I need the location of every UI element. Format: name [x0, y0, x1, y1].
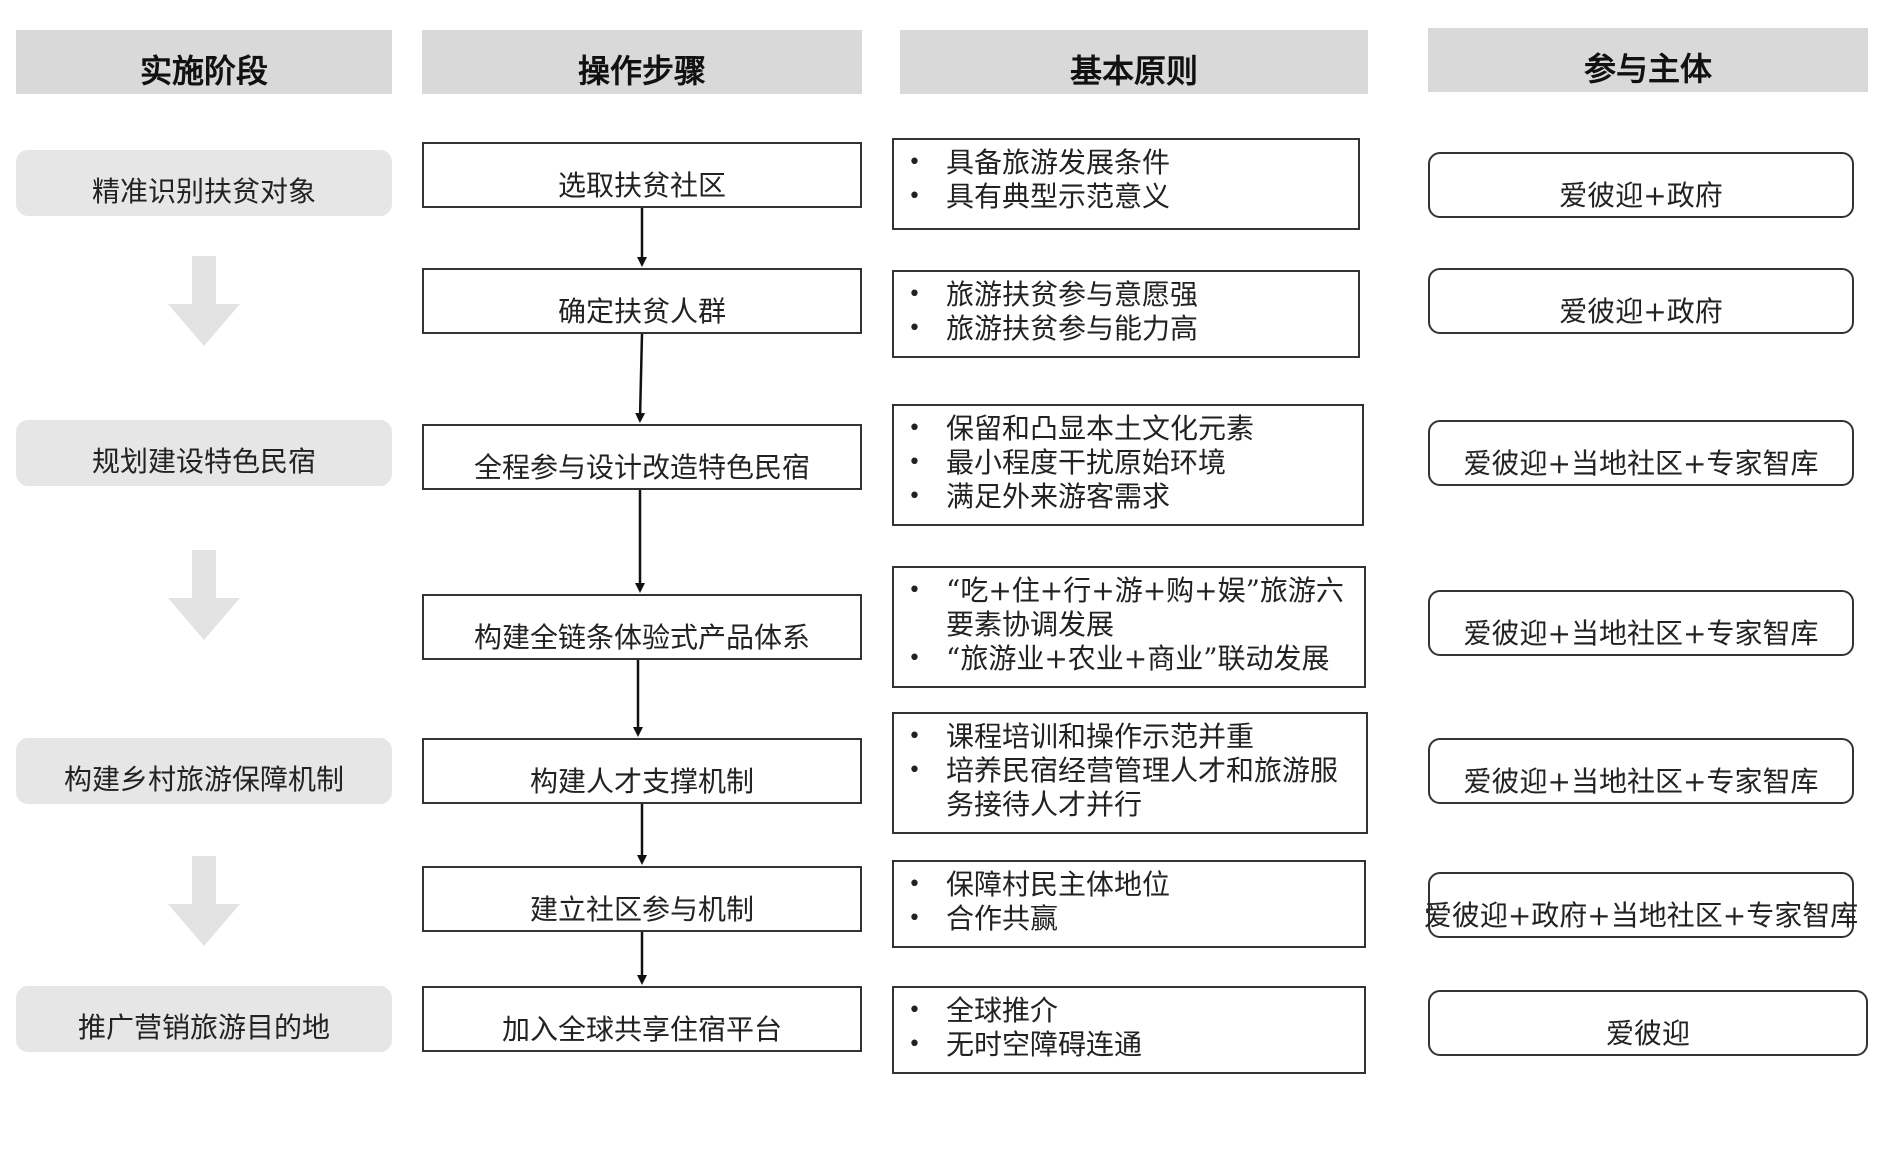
principle-item: 课程培训和操作示范并重	[908, 720, 1358, 754]
step-label-1: 选取扶贫社区	[557, 169, 726, 202]
participant-box-4: 爱彼迎+当地社区+专家智库	[1428, 590, 1854, 656]
header-participants-label: 参与主体	[1583, 50, 1712, 88]
stage-label-4: 推广营销旅游目的地	[77, 1011, 330, 1044]
step-label-3: 全程参与设计改造特色民宿	[473, 451, 810, 484]
header-stage-label: 实施阶段	[139, 52, 268, 90]
header-stage: 实施阶段	[16, 30, 392, 94]
participant-label-3: 爱彼迎+当地社区+专家智库	[1463, 447, 1819, 480]
principle-item: 旅游扶贫参与能力高	[908, 312, 1350, 346]
step-box-7: 加入全球共享住宿平台	[422, 986, 862, 1052]
stage-arrow-1	[168, 256, 240, 346]
stage-arrow-2	[168, 550, 240, 640]
principle-box-6: 保障村民主体地位 合作共赢	[892, 860, 1366, 948]
principle-list-5: 课程培训和操作示范并重 培养民宿经营管理人才和旅游服务接待人才并行	[908, 720, 1358, 822]
principle-list-7: 全球推介 无时空障碍连通	[908, 994, 1356, 1062]
principle-item: 具有典型示范意义	[908, 180, 1350, 214]
participant-box-3: 爱彼迎+当地社区+专家智库	[1428, 420, 1854, 486]
header-steps-label: 操作步骤	[577, 52, 706, 90]
participant-label-5: 爱彼迎+当地社区+专家智库	[1463, 765, 1819, 798]
stage-box-4: 推广营销旅游目的地	[16, 986, 392, 1052]
participant-box-1: 爱彼迎+政府	[1428, 152, 1854, 218]
principle-box-2: 旅游扶贫参与意愿强 旅游扶贫参与能力高	[892, 270, 1360, 358]
principle-item: 最小程度干扰原始环境	[908, 446, 1354, 480]
principle-box-4: “吃+住+行+游+购+娱”旅游六要素协调发展 “旅游业+农业+商业”联动发展	[892, 566, 1366, 688]
header-participants: 参与主体	[1428, 28, 1868, 92]
connector-arrow-2	[635, 333, 646, 423]
stage-box-1: 精准识别扶贫对象	[16, 150, 392, 216]
principle-box-7: 全球推介 无时空障碍连通	[892, 986, 1366, 1074]
principle-item: 保障村民主体地位	[908, 868, 1356, 902]
stage-label-1: 精准识别扶贫对象	[91, 175, 316, 208]
stage-arrow-3	[168, 856, 240, 946]
principle-item: 旅游扶贫参与意愿强	[908, 278, 1350, 312]
step-label-7: 加入全球共享住宿平台	[501, 1013, 782, 1046]
participant-box-6: 爱彼迎+政府+当地社区+专家智库	[1424, 872, 1858, 938]
step-box-1: 选取扶贫社区	[422, 142, 862, 208]
principle-list-3: 保留和凸显本土文化元素 最小程度干扰原始环境 满足外来游客需求	[908, 412, 1354, 514]
step-label-5: 构建人才支撑机制	[529, 765, 754, 798]
principle-list-4: “吃+住+行+游+购+娱”旅游六要素协调发展 “旅游业+农业+商业”联动发展	[908, 574, 1356, 676]
principle-item: “吃+住+行+游+购+娱”旅游六要素协调发展	[908, 574, 1356, 642]
principle-item: 全球推介	[908, 994, 1356, 1028]
participant-label-6: 爱彼迎+政府+当地社区+专家智库	[1423, 899, 1859, 932]
principle-box-5: 课程培训和操作示范并重 培养民宿经营管理人才和旅游服务接待人才并行	[892, 712, 1368, 834]
principle-item: 保留和凸显本土文化元素	[908, 412, 1354, 446]
principle-list-2: 旅游扶贫参与意愿强 旅游扶贫参与能力高	[908, 278, 1350, 346]
participant-box-5: 爱彼迎+当地社区+专家智库	[1428, 738, 1854, 804]
principle-item: 培养民宿经营管理人才和旅游服务接待人才并行	[908, 754, 1358, 822]
step-box-4: 构建全链条体验式产品体系	[422, 594, 862, 660]
stage-label-3: 构建乡村旅游保障机制	[63, 763, 344, 796]
principle-box-3: 保留和凸显本土文化元素 最小程度干扰原始环境 满足外来游客需求	[892, 404, 1364, 526]
header-steps: 操作步骤	[422, 30, 862, 94]
participant-box-2: 爱彼迎+政府	[1428, 268, 1854, 334]
step-box-5: 构建人才支撑机制	[422, 738, 862, 804]
step-label-6: 建立社区参与机制	[529, 893, 754, 926]
participant-label-4: 爱彼迎+当地社区+专家智库	[1463, 617, 1819, 650]
step-box-6: 建立社区参与机制	[422, 866, 862, 932]
stage-box-2: 规划建设特色民宿	[16, 420, 392, 486]
participant-label-1: 爱彼迎+政府	[1559, 179, 1723, 212]
principle-list-1: 具备旅游发展条件 具有典型示范意义	[908, 146, 1350, 214]
step-label-4: 构建全链条体验式产品体系	[473, 621, 810, 654]
participant-label-2: 爱彼迎+政府	[1559, 295, 1723, 328]
principle-item: “旅游业+农业+商业”联动发展	[908, 642, 1356, 676]
step-box-3: 全程参与设计改造特色民宿	[422, 424, 862, 490]
principle-list-6: 保障村民主体地位 合作共赢	[908, 868, 1356, 936]
principle-item: 无时空障碍连通	[908, 1028, 1356, 1062]
stage-box-3: 构建乡村旅游保障机制	[16, 738, 392, 804]
header-principles-label: 基本原则	[1069, 52, 1198, 90]
stage-label-2: 规划建设特色民宿	[91, 445, 316, 478]
participant-label-7: 爱彼迎	[1605, 1017, 1690, 1050]
step-box-2: 确定扶贫人群	[422, 268, 862, 334]
principle-item: 合作共赢	[908, 902, 1356, 936]
header-principles: 基本原则	[900, 30, 1368, 94]
principle-item: 满足外来游客需求	[908, 480, 1354, 514]
participant-box-7: 爱彼迎	[1428, 990, 1868, 1056]
principle-item: 具备旅游发展条件	[908, 146, 1350, 180]
step-label-2: 确定扶贫人群	[557, 295, 726, 328]
principle-box-1: 具备旅游发展条件 具有典型示范意义	[892, 138, 1360, 230]
